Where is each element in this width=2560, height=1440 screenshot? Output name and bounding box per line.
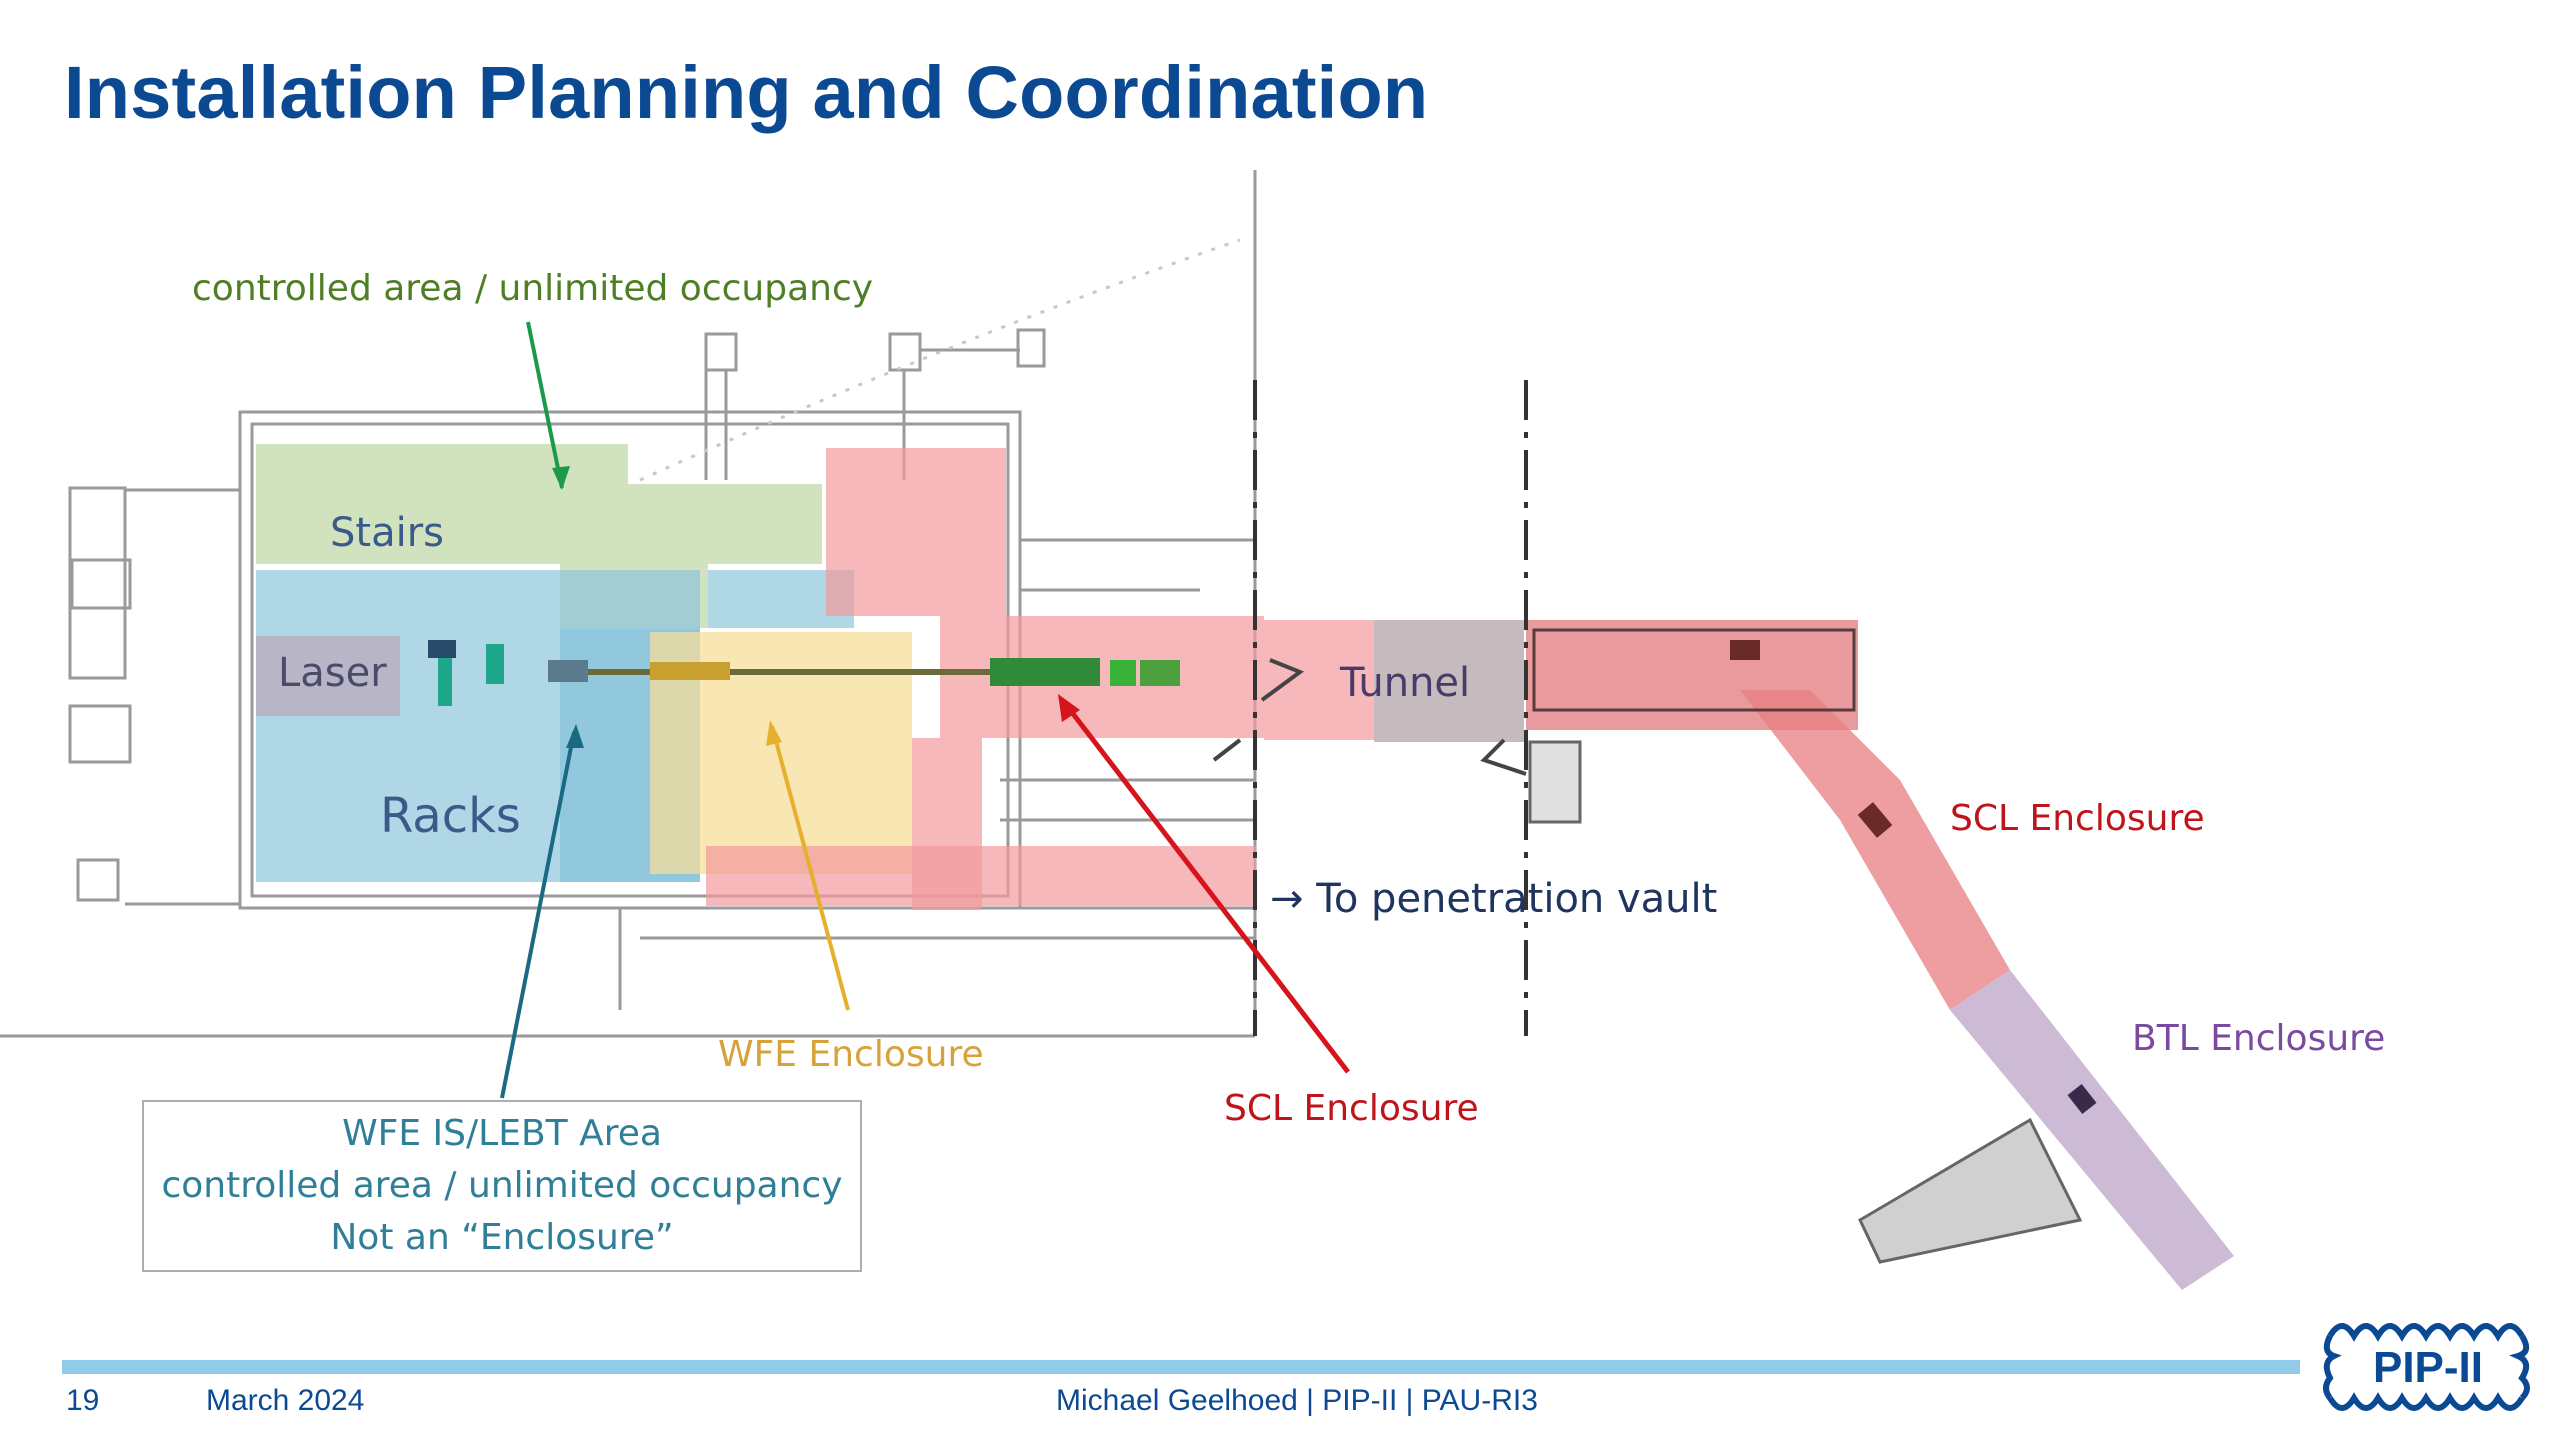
- footer-presenter: Michael Geelhoed | PIP-II | PAU-RI3: [1056, 1384, 1538, 1417]
- tunnel-zone: [1374, 620, 1524, 742]
- controlled-area-arrowhead: [552, 466, 570, 490]
- wfe-enclosure-arrow: [770, 725, 850, 1011]
- penetration-vault-label: → To penetration vault: [1270, 876, 1717, 922]
- scl-enclosure-arrow: [1062, 700, 1350, 1074]
- scl-enclosure-label-bottom: SCL Enclosure: [1224, 1088, 1479, 1129]
- scl-enclosure-arrowhead: [1058, 694, 1080, 722]
- laser-label: Laser: [278, 650, 387, 696]
- footer-date: March 2024: [206, 1384, 365, 1417]
- stairs-label: Stairs: [330, 510, 444, 556]
- callout-line-2: controlled area / unlimited occupancy: [161, 1165, 843, 1206]
- wfe-enclosure-arrowhead: [766, 720, 782, 746]
- right-scl-enclosure-zone: [1526, 620, 2010, 1010]
- wfe-is-lebt-arrowhead: [566, 724, 584, 748]
- callout-line-1: WFE IS/LEBT Area: [342, 1113, 662, 1154]
- laser-room: [256, 636, 400, 716]
- slide-title: Installation Planning and Coordination: [64, 51, 1429, 134]
- page-number: 19: [66, 1384, 100, 1417]
- scl-enclosure-label-right: SCL Enclosure: [1950, 798, 2205, 839]
- callout-line-3: Not an “Enclosure”: [330, 1217, 674, 1258]
- wfe-is-lebt-callout: WFE IS/LEBT Area controlled area / unlim…: [142, 1100, 862, 1272]
- footer-bar: [62, 1360, 2300, 1374]
- tunnel-marker-right: [1480, 738, 1527, 776]
- beamline-equipment: [428, 628, 2097, 1114]
- lower-structure: [1528, 740, 2083, 1264]
- wfe-is-lebt-arrow: [500, 731, 576, 1099]
- btl-enclosure-zone: [1950, 970, 2234, 1290]
- wfe-enclosure-label: WFE Enclosure: [718, 1034, 984, 1075]
- logo-text: PIP-II: [2373, 1343, 2483, 1392]
- tunnel-marker-left: [1212, 658, 1305, 762]
- tunnel-label: Tunnel: [1339, 660, 1470, 706]
- racks-label: Racks: [380, 788, 521, 844]
- controlled-area-label: controlled area / unlimited occupancy: [192, 268, 873, 309]
- pip-ii-logo: PIP-II: [2323, 1323, 2530, 1411]
- btl-enclosure-label: BTL Enclosure: [2132, 1018, 2385, 1059]
- controlled-area-arrow: [526, 321, 564, 489]
